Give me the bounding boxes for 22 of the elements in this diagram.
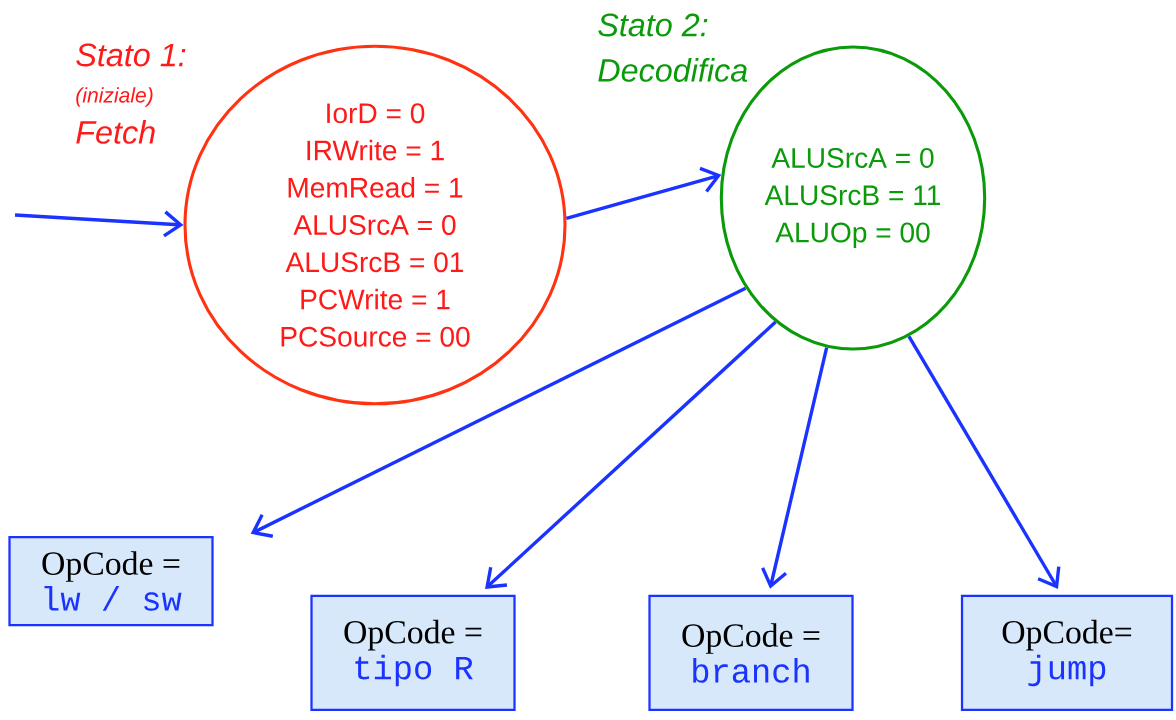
node-label: ALUSrcB = 01 (285, 252, 464, 273)
opcode-box: OpCode = branch (648, 594, 854, 712)
state-heading: (iniziale) (76, 87, 153, 107)
opcode-box: OpCode= jump (960, 594, 1174, 712)
arrow (485, 320, 777, 589)
arrow (761, 347, 829, 589)
state-heading: Stato 2: (598, 13, 708, 37)
state-heading: Decodifica (598, 58, 748, 82)
node-label: ALUSrcA = 0 (293, 215, 456, 235)
arrow (250, 286, 747, 538)
arrow (14, 210, 184, 238)
opcode-box: OpCode = lw / sw (8, 535, 214, 627)
node-label: IorD = 0 (327, 103, 425, 124)
state-heading: Fetch (76, 120, 155, 144)
node-label: MemRead = 1 (288, 177, 463, 198)
node-label: PCWrite = 1 (301, 288, 450, 310)
opcode-box: OpCode = tipo R (310, 594, 516, 712)
node-label: PCSource = 00 (281, 326, 470, 347)
state-heading: Stato 1: (76, 43, 186, 67)
arrow (907, 335, 1061, 589)
arrow (565, 166, 722, 220)
node-label: IRWrite = 1 (307, 139, 444, 161)
